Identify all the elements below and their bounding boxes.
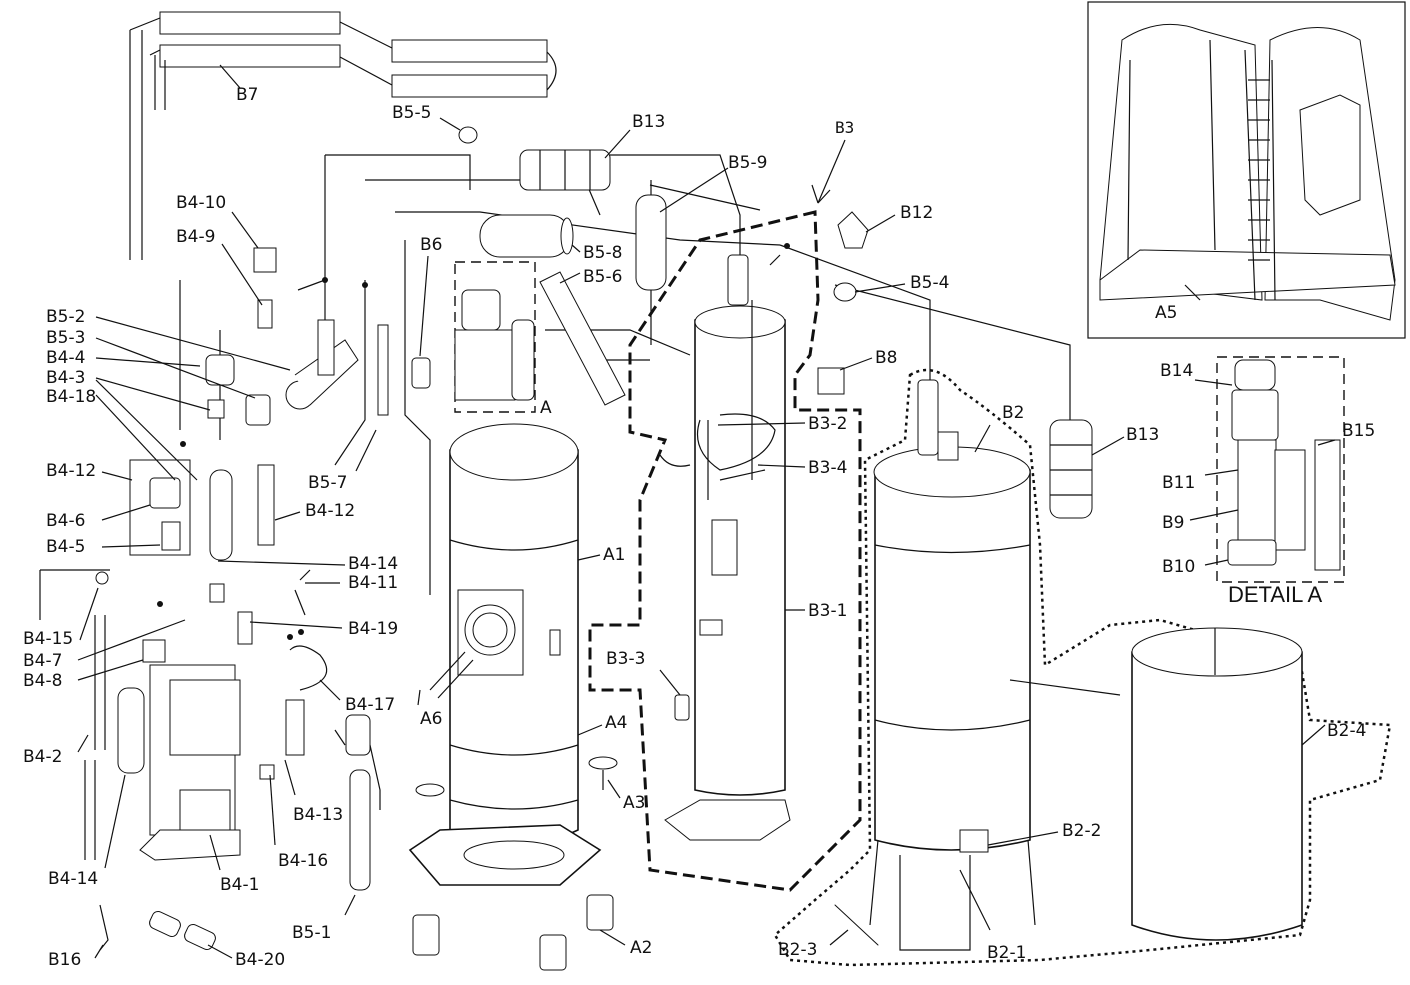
label-b4-17: B4-17 [345,695,395,715]
label-b4-14-top: B4-14 [348,554,398,574]
label-b6: B6 [420,235,442,255]
label-b4-4: B4-4 [46,348,85,368]
label-b3-4: B3-4 [808,458,847,478]
label-b10: B10 [1162,557,1195,577]
label-a3: A3 [623,793,645,813]
label-a6: A6 [420,709,442,729]
label-b8: B8 [875,348,897,368]
label-b7: B7 [236,85,258,105]
part-a1-compressor: A A1 A6 A4 [408,261,627,886]
label-b4-10: B4-10 [176,193,226,213]
label-b2-3: B2-3 [778,940,817,960]
label-b4-3: B4-3 [46,368,85,388]
label-b4-14-bot: B4-14 [48,869,98,889]
label-a: A [540,398,552,418]
label-b4-7: B4-7 [23,651,62,671]
label-b2: B2 [1002,403,1024,423]
label-b4-11: B4-11 [348,573,398,593]
inset-a5: A5 [1087,1,1406,339]
label-b4-15: B4-15 [23,629,73,649]
label-b5-2: B5-2 [46,307,85,327]
label-b16: B16 [48,950,81,970]
label-b4-12-mid: B4-12 [305,501,355,521]
label-b5-6: B5-6 [583,267,622,287]
part-b7-pipes: B7 [129,11,557,260]
connection-dots [157,243,790,640]
part-b8-b13: B8 B13 [817,348,1159,519]
part-b3-accumulator: B3-2 B3-4 B3-1 B3-3 [588,210,862,892]
label-b5-8: B5-8 [583,243,622,263]
label-b13-top: B13 [632,112,665,132]
label-b4-18: B4-18 [46,387,96,407]
part-b2-tank: B2 B2-2 B2-1 B2-3 [773,368,1392,967]
label-b4-12-left: B4-12 [46,461,96,481]
detail-a-title: DETAIL A [1228,582,1322,607]
label-a1: A1 [603,545,625,565]
label-b3: B3 [835,118,854,137]
detail-a: B14 B15 B11 B9 B10 DETAIL A [1160,356,1375,607]
label-b9: B9 [1162,513,1184,533]
label-b2-4: B2-4 [1327,721,1366,741]
label-b5-5: B5-5 [392,103,431,123]
label-b5-4: B5-4 [910,273,949,293]
part-a2-a3-feet: A3 A2 [412,756,652,971]
label-b3-3: B3-3 [606,649,645,669]
label-b11: B11 [1162,473,1195,493]
label-b4-13: B4-13 [293,805,343,825]
label-b14: B14 [1160,361,1193,381]
label-b12: B12 [900,203,933,223]
label-b4-6: B4-6 [46,511,85,531]
part-b16-b4-20: B16 B4-20 [48,904,285,970]
label-b4-16: B4-16 [278,851,328,871]
lower-left-parts: B4-14 B4-11 B4-19 B4-15 B4-7 B4-8 B4-2 B… [23,554,398,943]
label-b4-9: B4-9 [176,227,215,247]
label-a4: A4 [605,713,627,733]
label-b4-5: B4-5 [46,537,85,557]
label-b4-19: B4-19 [348,619,398,639]
part-b2-4-cover: B2-4 [1131,627,1366,941]
label-b4-1: B4-1 [220,875,259,895]
label-a5: A5 [1155,303,1177,323]
label-a2: A2 [630,938,652,958]
label-b2-1: B2-1 [987,943,1026,963]
label-b3-2: B3-2 [808,414,847,434]
label-b5-1: B5-1 [292,923,331,943]
upper-parts: B5-5 B13 B3 B5-9 B12 B4-10 B4-9 B6 B [176,103,949,406]
label-b15: B15 [1342,421,1375,441]
label-b4-2: B4-2 [23,747,62,767]
left-upper-parts: B5-2 B5-3 B4-4 B4-3 B4-18 B4-12 B4-6 B4-… [46,307,389,561]
label-b3-1: B3-1 [808,601,847,621]
inset-a5-frame [1087,1,1406,339]
label-b13-right: B13 [1126,425,1159,445]
label-b5-7: B5-7 [308,473,347,493]
label-b2-2: B2-2 [1062,821,1101,841]
label-b4-8: B4-8 [23,671,62,691]
label-b4-20: B4-20 [235,950,285,970]
label-b5-3: B5-3 [46,328,85,348]
label-b5-9: B5-9 [728,153,767,173]
